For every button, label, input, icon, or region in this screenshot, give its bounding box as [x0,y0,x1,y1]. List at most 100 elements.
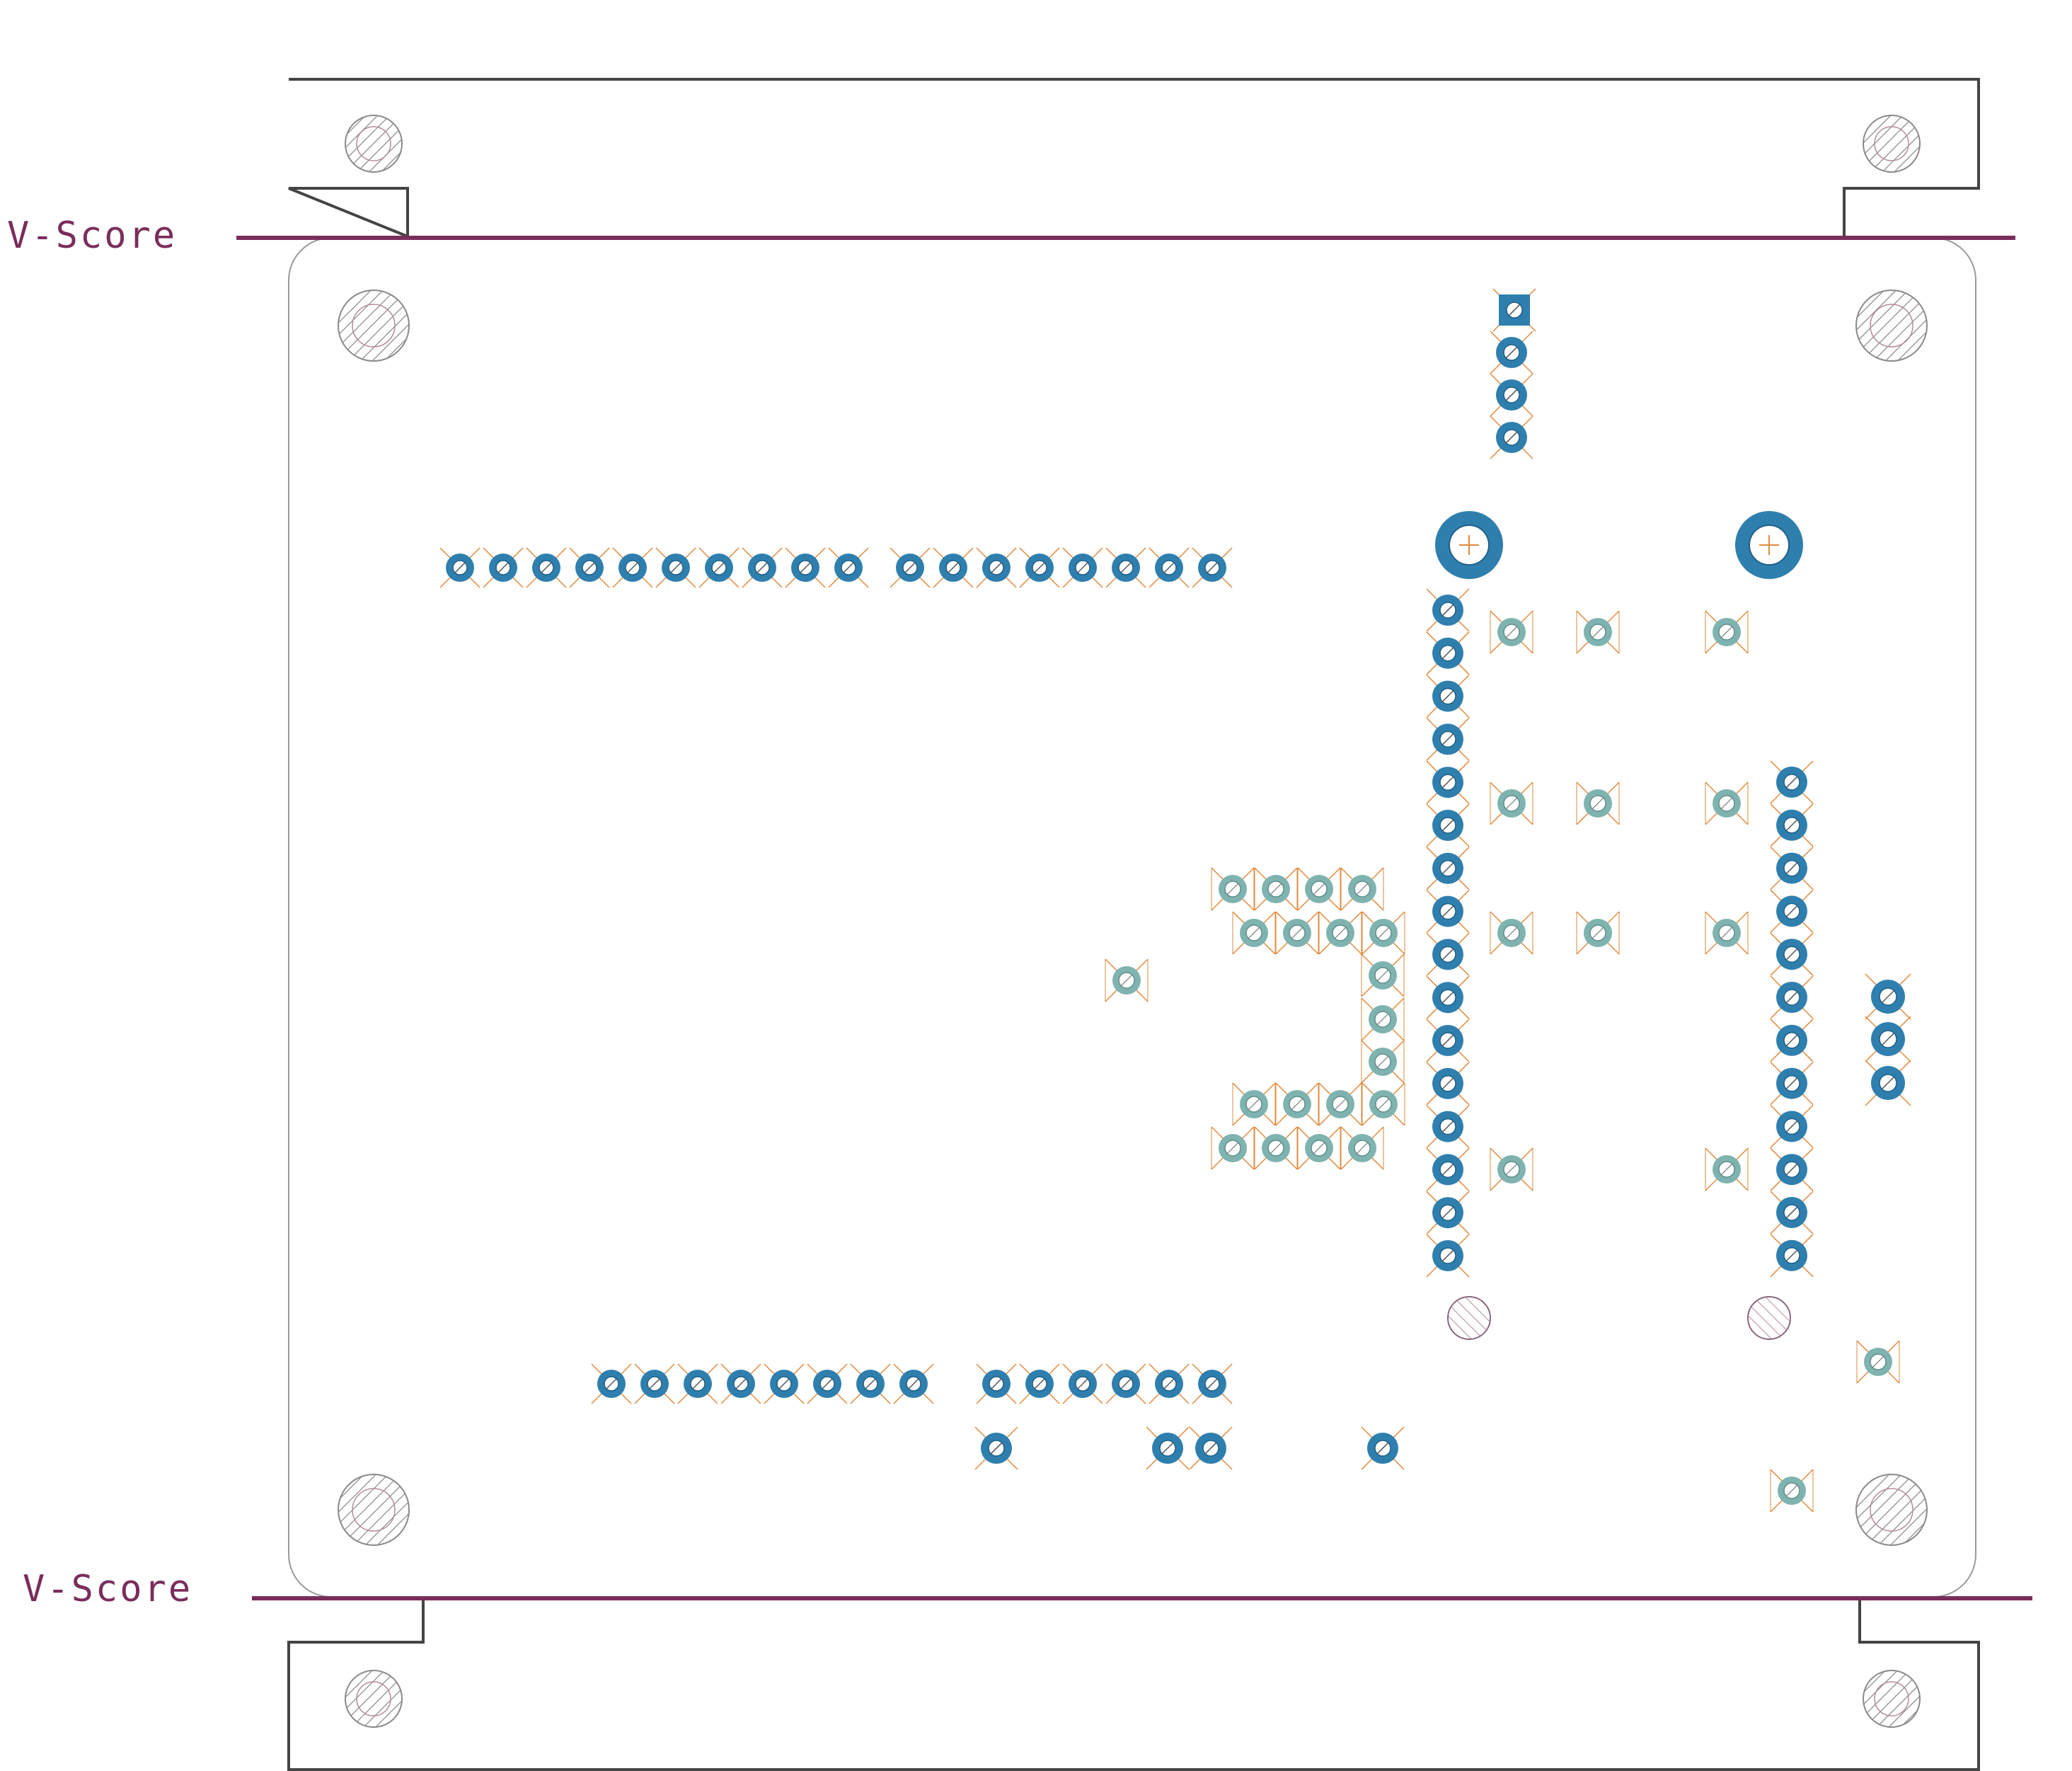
via [1576,781,1620,825]
header-top-pad [655,547,696,588]
small-hole-left [1447,1296,1491,1340]
vscore-label-top: V-Score [7,214,177,257]
via [1770,1469,1814,1513]
header-top-pad [1019,547,1060,588]
column-right-pad [1770,1104,1814,1148]
rail-hole-top-right [1863,115,1921,173]
column-left-pad [1426,1019,1470,1062]
header-bottom-pad [807,1363,848,1404]
single-pad [974,1426,1018,1470]
header-bottom-pad [1149,1363,1190,1404]
via [1705,1147,1749,1191]
via [1362,911,1405,955]
column-left-pad [1426,1105,1470,1149]
via [1211,867,1255,911]
via [1211,1126,1255,1170]
column-right-pad [1770,1234,1814,1278]
large-pad [1435,511,1503,579]
connector-3pin-pad [1865,1060,1911,1106]
pads-layer [439,288,1911,1513]
header-top-pad [439,547,480,588]
connector-4pin-pad [1490,415,1533,459]
via [1705,781,1749,825]
header-top-pad [1149,547,1190,588]
column-left-pad [1426,675,1470,718]
via [1318,911,1362,955]
bottom-rail-outline [287,1598,1980,1771]
header-bottom-pad [850,1363,891,1404]
small-hole-right [1747,1296,1791,1340]
via [1254,867,1298,911]
header-bottom-pad [591,1363,632,1404]
via [1318,1082,1362,1126]
column-right-pad [1770,932,1814,976]
column-left-pad [1426,1147,1470,1191]
via [1361,953,1405,997]
via [1105,958,1149,1002]
vscore-label-bottom: V-Score [23,1568,192,1610]
via [1361,1040,1405,1084]
column-right-pad [1770,889,1814,933]
board-hole-bottom-right [1855,1474,1928,1546]
large-pad [1735,511,1803,579]
header-top-pad [698,547,739,588]
connector-4pin-pad [1490,373,1533,417]
column-right-pad [1770,975,1814,1019]
via [1490,781,1533,825]
header-top-pad [890,547,931,588]
column-left-pad [1426,760,1470,804]
via [1297,1126,1341,1170]
header-top-pad [526,547,567,588]
connector-3pin-pad [1865,1016,1911,1062]
column-right-pad [1770,847,1814,890]
board-hole-bottom-left [338,1474,410,1546]
header-top-pad [483,547,524,588]
header-top-pad [933,547,974,588]
column-right-pad [1770,1147,1814,1191]
column-left-pad [1426,717,1470,761]
column-right-pad [1770,1191,1814,1234]
via [1232,1082,1276,1126]
header-top-pad [976,547,1017,588]
rail-hole-bottom-left [345,1670,403,1728]
header-top-pad [569,547,610,588]
header-bottom-pad [764,1363,805,1404]
column-right-pad [1770,1062,1814,1106]
header-top-pad [1105,547,1146,588]
header-bottom-pad [634,1363,675,1404]
via [1232,911,1276,955]
column-left-pad [1426,847,1470,890]
connector-4pin-pad [1490,331,1533,374]
via [1490,1147,1533,1191]
via [1297,867,1341,911]
connector-3pin-pad [1865,973,1911,1020]
header-top-pad [612,547,653,588]
column-left-pad [1426,890,1470,934]
top-rail-outline [288,78,1980,239]
single-pad [1361,1426,1405,1470]
connector-4pin-pad [1492,288,1536,332]
header-bottom-pad [1105,1363,1146,1404]
column-left-pad [1426,803,1470,847]
via [1490,911,1533,955]
via [1275,911,1319,955]
column-right-pad [1770,803,1814,847]
via [1705,610,1749,654]
column-left-pad [1426,932,1470,976]
single-pad [1189,1426,1233,1470]
board-hole-top-right [1855,290,1928,362]
rail-hole-bottom-right [1863,1670,1921,1728]
column-left-pad [1426,631,1470,675]
via [1340,867,1384,911]
header-bottom-pad [893,1363,934,1404]
header-top-pad [785,547,826,588]
header-bottom-pad [1192,1363,1233,1404]
via [1340,1126,1384,1170]
header-top-pad [1062,547,1103,588]
via [1576,911,1620,955]
rail-hole-top-left [345,115,403,173]
board-hole-top-left [338,290,410,362]
header-bottom-pad [677,1363,718,1404]
via [1856,1340,1900,1384]
via [1576,610,1620,654]
